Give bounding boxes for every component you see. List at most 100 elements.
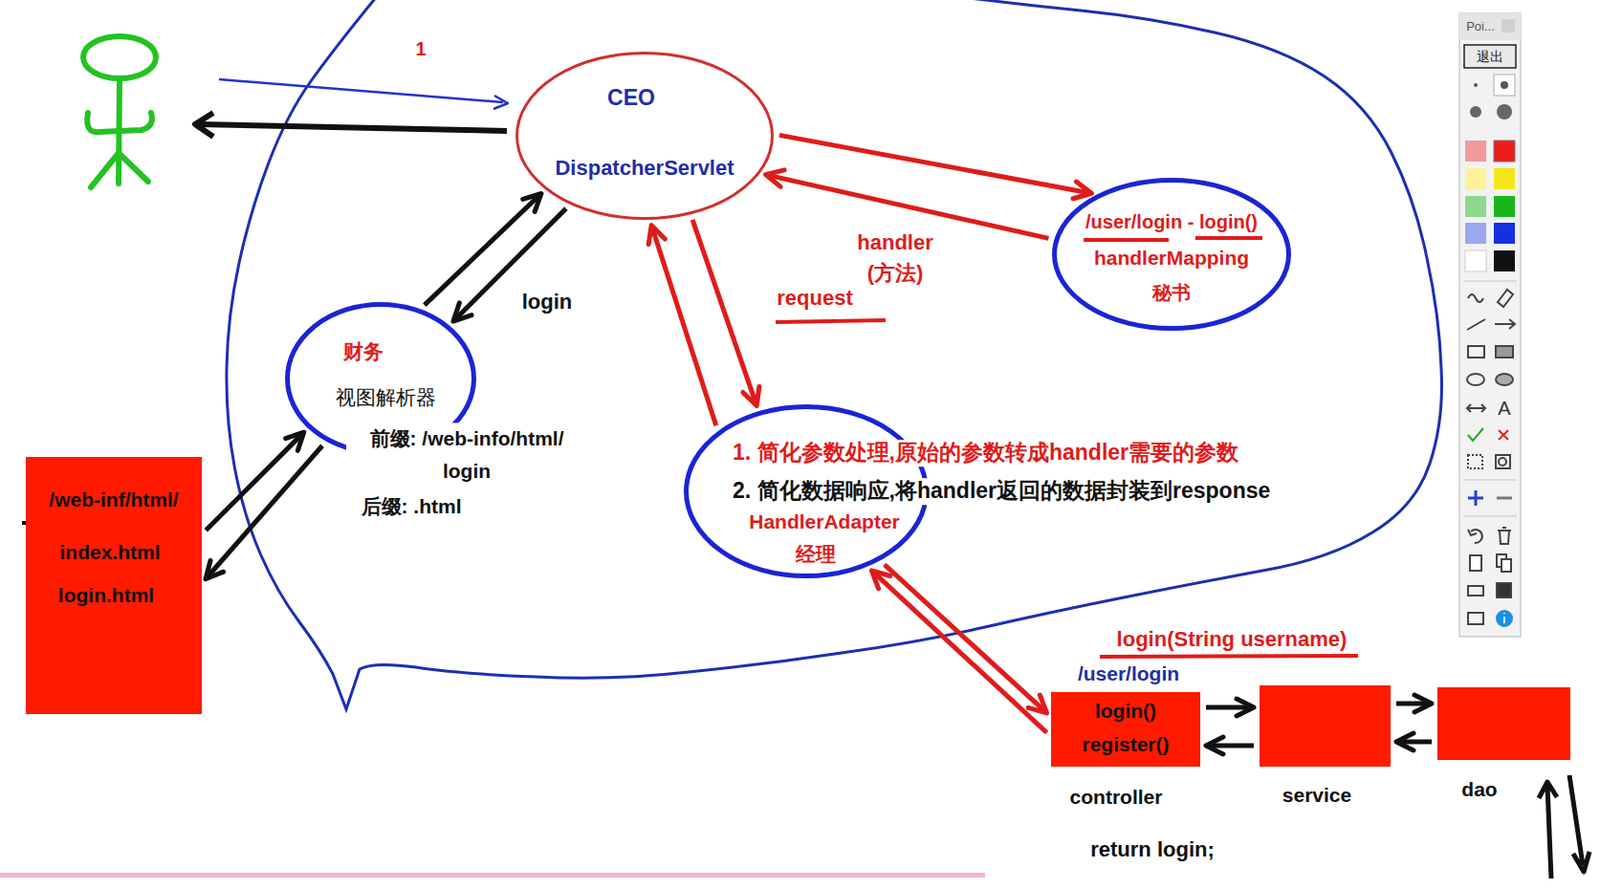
flow-arrow	[1396, 733, 1432, 751]
node-role: 财务	[343, 339, 384, 364]
figure-head	[83, 36, 156, 79]
circle-outline	[515, 51, 774, 220]
color-swatch	[1493, 196, 1515, 218]
layer-name: service	[1282, 783, 1352, 808]
toolbar-title	[1459, 13, 1521, 41]
method-signature: login(String username)	[1117, 627, 1348, 653]
color-swatch	[1465, 222, 1487, 244]
trash-icon	[1497, 527, 1512, 545]
arrow-head	[453, 303, 472, 322]
stick-figure	[83, 36, 156, 188]
flow-arrow	[1396, 695, 1432, 713]
file-name: login.html	[58, 583, 154, 608]
adapter-duty: 2. 简化数据响应,将handler返回的数据封装到response	[729, 478, 1273, 505]
color-swatch	[1465, 168, 1487, 190]
text-tool-icon: A	[1497, 396, 1511, 420]
arrow-head	[648, 225, 665, 245]
arrow-line	[205, 434, 302, 530]
arrow-head	[205, 560, 224, 579]
node-label: DispatcherServlet	[554, 155, 734, 181]
request-arrow	[219, 79, 504, 103]
flow-arrow	[205, 432, 305, 531]
outline-ellipse	[1054, 180, 1290, 329]
tool-separator	[1463, 281, 1517, 517]
arrow-line	[1205, 705, 1251, 711]
plus-icon	[1468, 490, 1484, 506]
node-title: handlerMapping	[1094, 245, 1250, 270]
flow-arrow	[884, 565, 1048, 714]
underline-stroke	[1099, 656, 1359, 658]
pen-size	[1469, 106, 1482, 118]
arrow-head	[493, 95, 508, 110]
flow-arrow	[648, 225, 717, 427]
flow-arrow	[424, 193, 542, 306]
toolbar-title: Poi...	[1466, 19, 1495, 35]
rect-icon	[1468, 346, 1485, 358]
edge-label: login	[522, 289, 573, 315]
info-icon	[1503, 613, 1506, 624]
db-arrow	[1538, 782, 1557, 879]
card-icon	[1468, 613, 1484, 625]
flow-arrow	[766, 170, 1050, 240]
arrow-line	[652, 227, 717, 426]
pink-stroke	[0, 873, 986, 878]
arrow-head	[1236, 699, 1254, 717]
arrow-head	[195, 112, 214, 137]
minus-icon	[1496, 497, 1513, 501]
selected-slot	[1493, 74, 1515, 96]
exit-button	[1464, 44, 1516, 68]
view-resolver-circle: 财务视图解析器前缀: /web-info/html/ login后缀: .htm…	[284, 302, 477, 456]
arrow-head	[1396, 733, 1414, 751]
edge-label: handler (方法)	[842, 227, 948, 289]
print-icon	[1468, 586, 1484, 596]
callout-number: 1	[415, 37, 426, 61]
flow-arrow	[1205, 699, 1254, 717]
line-icon	[1467, 319, 1486, 330]
arrow-head	[871, 570, 890, 590]
arrow-icon	[1494, 319, 1515, 329]
pen-size	[1496, 104, 1513, 120]
toolbar-panel	[1459, 13, 1521, 637]
controller-box: /user/loginlogin()register()controller	[1051, 692, 1201, 768]
arrow-head	[285, 432, 305, 451]
page-icon	[1469, 555, 1482, 571]
pen-size	[1473, 83, 1478, 88]
toolbar-button: 退出	[1476, 48, 1504, 66]
double-arrow-icon	[1467, 404, 1486, 413]
arrow-head	[1028, 695, 1047, 714]
layer-name: dao	[1461, 777, 1497, 802]
crop-icon	[1468, 455, 1483, 469]
arrow-head	[1414, 695, 1432, 713]
pen-size	[1500, 81, 1509, 89]
arrow-line	[779, 134, 1090, 193]
paint-toolbar	[1459, 13, 1521, 637]
arrow-line	[874, 572, 1048, 734]
node-role: 经理	[795, 542, 836, 567]
freehand-icon	[1468, 294, 1484, 303]
folder-path: /web-inf/html/	[48, 487, 178, 512]
flow-arrow	[871, 570, 1047, 734]
underline-stroke	[775, 320, 886, 323]
color-swatch	[1465, 140, 1487, 162]
ellipse-icon	[1467, 373, 1485, 386]
arrow-line	[884, 565, 1046, 712]
save-icon	[1496, 583, 1512, 598]
handler-adapter-circle: 1. 简化参数处理,原始的参数转成handler需要的参数2. 简化数据响应,将…	[683, 404, 929, 579]
arrow-line	[768, 175, 1050, 239]
suffix-setting: 后缀: .html	[361, 494, 462, 519]
info-icon	[1496, 611, 1513, 627]
zoom-icon	[1498, 458, 1507, 466]
response-arrow	[198, 124, 507, 132]
layer-name: controller	[1070, 785, 1163, 810]
node-title: 视图解析器	[335, 385, 437, 410]
arrow-head	[523, 193, 542, 212]
system-boundary	[226, 0, 1443, 710]
color-swatch	[1493, 168, 1515, 190]
undo-icon	[1468, 529, 1483, 544]
outline-ellipse	[517, 53, 773, 220]
dao-box: dao	[1437, 687, 1571, 761]
figure-legs	[90, 153, 149, 188]
arrow-line	[1208, 744, 1254, 749]
copy-icon	[1501, 559, 1512, 572]
node-title: CEO	[607, 85, 656, 112]
